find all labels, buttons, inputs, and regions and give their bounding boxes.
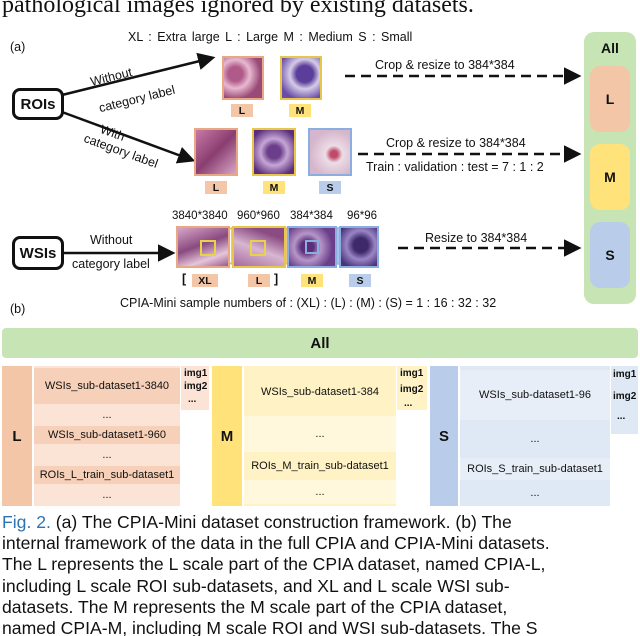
s-column-box: S [590,222,630,288]
group-m-img-more: ... [404,398,413,409]
group-m-row-2: ... [244,416,396,452]
group-l-row-2: ... [34,406,180,424]
all-column-label: All [601,40,619,56]
group-l-row-6: ... [34,486,180,504]
roi-thumb-s-2 [308,128,352,176]
group-s-img-more: ... [617,411,626,422]
wsis-box: WSIs [12,236,64,270]
zoom-box-xl [200,240,216,256]
crop-resize-label-1: Crop & resize to 384*384 [375,58,515,72]
group-s-row-3: ROIs_S_train_sub-dataset1 [460,458,610,480]
group-m-img1: img1 [400,368,424,379]
size-960: 960*960 [237,210,280,222]
group-m-img-panel [397,366,427,410]
size-384: 384*384 [290,210,333,222]
caption-line-6: named CPIA-M, including M scale ROI and … [2,618,538,636]
wsi-thumb-s [339,226,379,268]
zoom-box-m [305,240,319,254]
row3-tag-s: S [349,274,371,287]
arrow-rois-with [61,110,196,164]
group-l-img-panel [181,366,209,410]
sample-numbers-label: CPIA-Mini sample numbers of : (XL) : (L)… [120,296,497,310]
group-l-row-5: ROIs_L_train_sub-dataset1 [34,466,180,484]
size-96: 96*96 [347,210,378,222]
all-bar: All [2,328,638,358]
caption-line-1: Fig. 2. (a) The CPIA-Mini dataset constr… [2,512,640,533]
row2-tag-m: M [263,181,285,194]
without-label-2: Without [90,233,133,247]
bracket-close: ] [274,272,279,286]
roi-thumb-m-1 [280,56,322,100]
group-l-row-3: WSIs_sub-dataset1-960 [34,426,180,444]
group-l-img2: img2 [184,381,208,392]
wsi-thumb-m [287,226,337,268]
group-s-row-2: ... [460,422,610,456]
group-m-row-3: ROIs_M_train_sub-dataset1 [244,454,396,478]
group-m-row-4: ... [244,480,396,504]
group-s-row-1: WSIs_sub-dataset1-96 [460,370,610,420]
m-column-box: M [590,144,630,210]
group-s-img2: img2 [613,391,637,402]
zoom-box-l [250,240,266,256]
panel-a-label: (a) [10,40,26,54]
crop-resize-label-2: Crop & resize to 384*384 [386,136,526,150]
rois-box: ROIs [12,88,64,120]
group-l-row-1: WSIs_sub-dataset1-3840 [34,368,180,404]
group-l-img1: img1 [184,368,208,379]
roi-thumb-l-1 [222,56,264,100]
row3-tag-xl: XL [192,274,218,287]
group-m-row-1: WSIs_sub-dataset1-384 [244,370,396,414]
figure-number: Fig. 2. [2,512,51,532]
group-s-img-panel [611,366,638,434]
roi-thumb-l-2 [194,128,238,176]
resize-wsi-label: Resize to 384*384 [425,231,528,245]
group-m-img2: img2 [400,384,424,395]
l-column-box: L [590,66,630,132]
category-label-3: category label [72,257,150,271]
group-s-scale: S [430,366,458,506]
bracket-open: [ [182,272,187,286]
group-s-row-4: ... [460,482,610,504]
row1-tag-l: L [231,104,253,117]
wsi-thumb-l [232,226,286,268]
group-l-img-more: ... [188,394,197,405]
top-text-line: pathological images ignored by existing … [2,0,474,18]
roi-thumb-m-2 [252,128,296,176]
group-l-scale: L [2,366,32,506]
scale-legend: XL : Extra large L : Large M : Medium S … [128,30,413,44]
caption-line-1-text: (a) The CPIA-Mini dataset construction f… [50,512,512,532]
group-l-row-4: ... [34,446,180,464]
caption-line-2: internal framework of the data in the fu… [2,533,550,554]
split-ratio-label: Train : validation : test = 7 : 1 : 2 [366,160,544,174]
row1-tag-m: M [289,104,311,117]
figure-caption: Fig. 2. (a) The CPIA-Mini dataset constr… [2,512,640,636]
row2-tag-s: S [319,181,341,194]
row3-tag-l: L [248,274,270,287]
row3-tag-m: M [301,274,323,287]
group-m-scale: M [212,366,242,506]
caption-line-3: The L represents the L scale part of the… [2,554,546,575]
arrow-rois-without [61,52,216,97]
caption-line-5: datasets. The M represents the M scale p… [2,596,508,617]
caption-line-4: including L scale ROI sub-datasets, and … [2,575,510,596]
panel-b-label: (b) [10,302,26,316]
size-3840: 3840*3840 [172,210,228,222]
wsi-thumb-xl [176,226,230,268]
group-s-img1: img1 [613,369,637,380]
row2-tag-l: L [205,181,227,194]
